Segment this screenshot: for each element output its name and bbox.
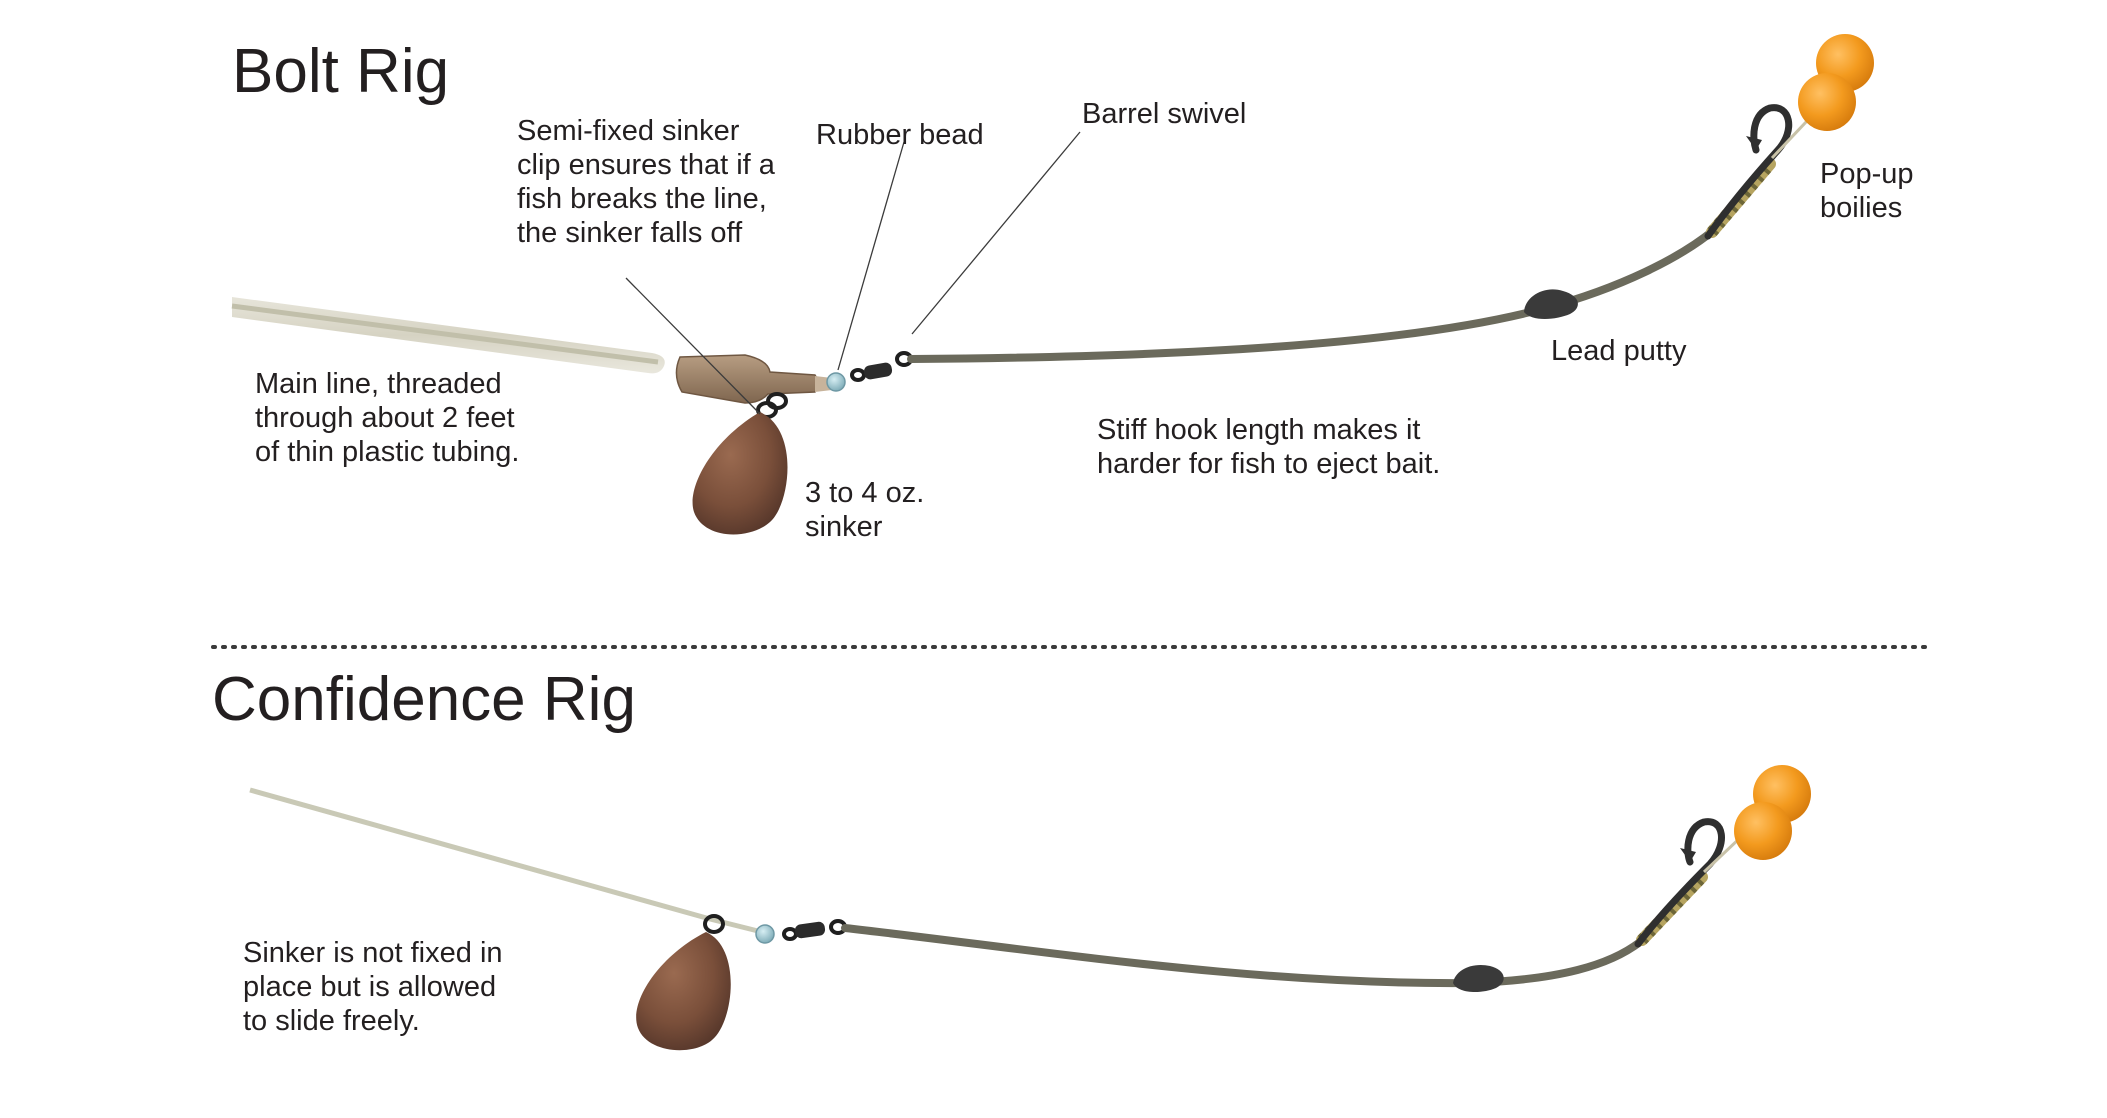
bolt-hook-length	[907, 226, 1718, 363]
confidence-hook	[1634, 818, 1725, 948]
confidence-hook-length	[841, 924, 1644, 988]
confidence-main-line	[249, 787, 763, 935]
bolt-boilie-2	[1798, 73, 1856, 131]
label-sinker: 3 to 4 oz. sinker	[805, 477, 932, 543]
sinker-clip	[675, 354, 834, 419]
plastic-tubing	[231, 297, 665, 374]
label-pop-up-boilies: Pop-up boilies	[1820, 158, 1922, 224]
bolt-hook	[1704, 104, 1793, 240]
confidence-barrel-swivel	[782, 919, 847, 941]
label-lead-putty: Lead putty	[1551, 335, 1687, 367]
bolt-rig: Bolt Rig	[231, 34, 1922, 543]
bolt-lead-putty	[1524, 289, 1578, 319]
confidence-lead-putty	[1453, 964, 1504, 993]
label-main-line: Main line, threaded through about 2 feet…	[255, 368, 523, 468]
label-hook-length: Stiff hook length makes it harder for fi…	[1097, 414, 1440, 480]
label-rubber-bead: Rubber bead	[816, 119, 984, 151]
label-sinker-slides: Sinker is not fixed in place but is allo…	[243, 937, 511, 1037]
confidence-boilie-2	[1734, 802, 1792, 860]
confidence-rig: Confidence Rig	[212, 665, 1811, 1051]
confidence-sinker	[636, 932, 731, 1051]
bolt-barrel-swivel	[850, 351, 913, 382]
label-clip: Semi-fixed sinker clip ensures that if a…	[517, 115, 783, 249]
label-barrel-swivel: Barrel swivel	[1082, 98, 1246, 130]
bolt-sinker	[692, 412, 788, 535]
bolt-rig-title: Bolt Rig	[232, 37, 449, 106]
confidence-rubber-bead	[755, 924, 775, 944]
bolt-rubber-bead	[826, 372, 846, 392]
confidence-rig-title: Confidence Rig	[212, 665, 636, 734]
bolt-leader-lines	[625, 131, 1081, 415]
confidence-sinker-eye	[703, 914, 725, 934]
